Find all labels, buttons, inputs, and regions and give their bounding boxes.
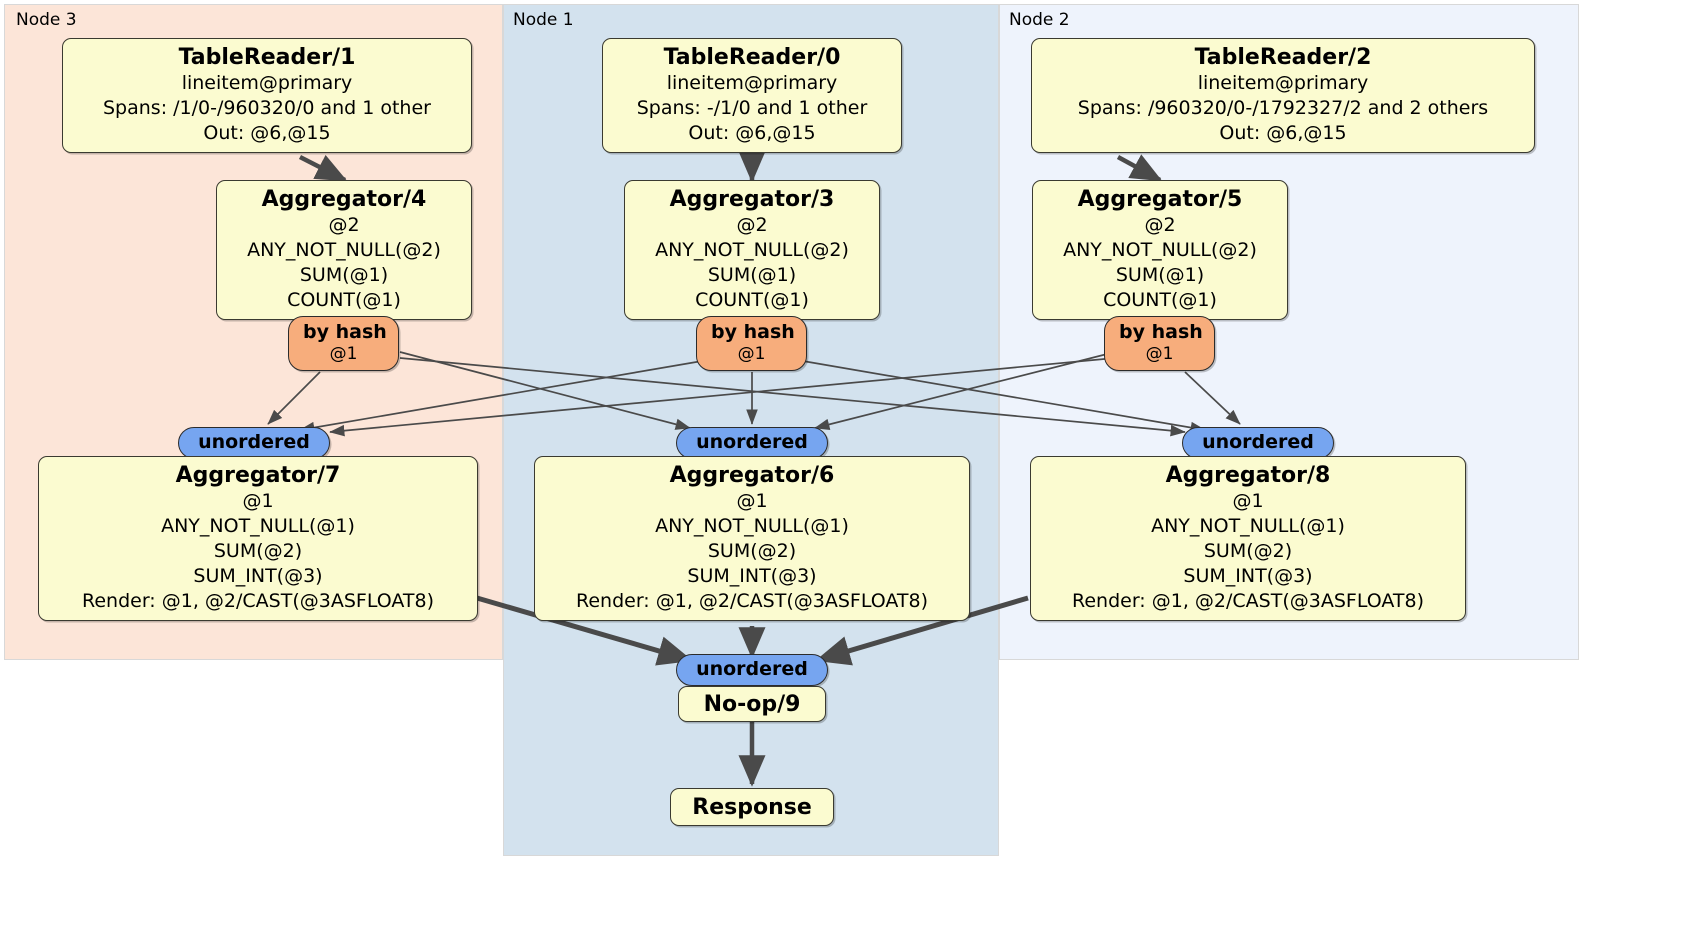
processor-aggregator-3[interactable]: Aggregator/3 @2 ANY_NOT_NULL(@2) SUM(@1)… [624, 180, 880, 320]
hash-router-label: by hash [711, 321, 795, 343]
processor-detail: ANY_NOT_NULL(@1) [655, 515, 849, 537]
processor-detail: lineitem@primary [1197, 72, 1369, 94]
processor-title: Aggregator/8 [1165, 463, 1331, 488]
processor-detail: SUM_INT(@3) [1183, 565, 1313, 587]
synchronizer-unordered-right[interactable]: unordered [1182, 427, 1334, 459]
processor-detail: lineitem@primary [181, 72, 353, 94]
processor-detail: COUNT(@1) [1103, 289, 1217, 311]
hash-router-column: @1 [329, 344, 358, 364]
processor-detail: ANY_NOT_NULL(@1) [1151, 515, 1345, 537]
processor-detail: SUM_INT(@3) [193, 565, 323, 587]
hash-router-column: @1 [737, 344, 766, 364]
processor-table-reader-0[interactable]: TableReader/0 lineitem@primary Spans: -/… [602, 38, 902, 153]
processor-aggregator-4[interactable]: Aggregator/4 @2 ANY_NOT_NULL(@2) SUM(@1)… [216, 180, 472, 320]
processor-detail: SUM(@1) [1115, 264, 1205, 286]
processor-detail: Render: @1, @2/CAST(@3ASFLOAT8) [1072, 590, 1424, 612]
processor-title: Aggregator/6 [669, 463, 835, 488]
processor-detail: ANY_NOT_NULL(@2) [1063, 239, 1257, 261]
processor-detail: Render: @1, @2/CAST(@3ASFLOAT8) [576, 590, 928, 612]
synchronizer-unordered-left[interactable]: unordered [178, 427, 330, 459]
processor-title: TableReader/1 [178, 45, 356, 70]
processor-aggregator-8[interactable]: Aggregator/8 @1 ANY_NOT_NULL(@1) SUM(@2)… [1030, 456, 1466, 621]
synchronizer-label: unordered [696, 658, 808, 680]
processor-aggregator-6[interactable]: Aggregator/6 @1 ANY_NOT_NULL(@1) SUM(@2)… [534, 456, 970, 621]
hash-router-label: by hash [303, 321, 387, 343]
processor-title: TableReader/0 [663, 45, 841, 70]
hash-router-right[interactable]: by hash @1 [1104, 316, 1215, 371]
processor-detail: SUM(@2) [707, 540, 797, 562]
hash-router-column: @1 [1145, 344, 1174, 364]
processor-detail: @2 [736, 214, 768, 236]
processor-title: TableReader/2 [1194, 45, 1372, 70]
processor-detail: COUNT(@1) [287, 289, 401, 311]
processor-detail: COUNT(@1) [695, 289, 809, 311]
processor-detail: SUM(@2) [1203, 540, 1293, 562]
processor-detail: @1 [242, 490, 274, 512]
processor-detail: @1 [1232, 490, 1264, 512]
processor-detail: Spans: -/1/0 and 1 other [636, 97, 868, 119]
processor-title: Aggregator/4 [261, 187, 427, 212]
processor-detail: Spans: /960320/0-/1792327/2 and 2 others [1077, 97, 1489, 119]
synchronizer-label: unordered [1202, 431, 1314, 453]
processor-detail: @2 [1144, 214, 1176, 236]
processor-detail: lineitem@primary [666, 72, 838, 94]
node-label-node1: Node 1 [513, 10, 574, 30]
processor-title: Aggregator/5 [1077, 187, 1243, 212]
processor-detail: Out: @6,@15 [1219, 122, 1347, 144]
processor-detail: ANY_NOT_NULL(@2) [247, 239, 441, 261]
processor-detail: @2 [328, 214, 360, 236]
processor-detail: SUM(@1) [707, 264, 797, 286]
processor-detail: Out: @6,@15 [203, 122, 331, 144]
processor-detail: SUM_INT(@3) [687, 565, 817, 587]
synchronizer-label: unordered [696, 431, 808, 453]
processor-detail: SUM(@1) [299, 264, 389, 286]
processor-response[interactable]: Response [670, 788, 834, 826]
processor-detail: ANY_NOT_NULL(@1) [161, 515, 355, 537]
processor-aggregator-5[interactable]: Aggregator/5 @2 ANY_NOT_NULL(@2) SUM(@1)… [1032, 180, 1288, 320]
processor-detail: Render: @1, @2/CAST(@3ASFLOAT8) [82, 590, 434, 612]
processor-aggregator-7[interactable]: Aggregator/7 @1 ANY_NOT_NULL(@1) SUM(@2)… [38, 456, 478, 621]
hash-router-center[interactable]: by hash @1 [696, 316, 807, 371]
node-label-node2: Node 2 [1009, 10, 1070, 30]
node-label-node3: Node 3 [16, 10, 77, 30]
processor-title: Aggregator/3 [669, 187, 835, 212]
processor-detail: Out: @6,@15 [688, 122, 816, 144]
processor-title: Aggregator/7 [175, 463, 341, 488]
synchronizer-unordered-center[interactable]: unordered [676, 427, 828, 459]
processor-title: No-op/9 [703, 691, 801, 717]
hash-router-label: by hash [1119, 321, 1203, 343]
processor-noop-9[interactable]: No-op/9 [678, 686, 826, 722]
processor-detail: SUM(@2) [213, 540, 303, 562]
processor-title: Response [692, 794, 812, 820]
processor-detail: @1 [736, 490, 768, 512]
processor-table-reader-2[interactable]: TableReader/2 lineitem@primary Spans: /9… [1031, 38, 1535, 153]
hash-router-left[interactable]: by hash @1 [288, 316, 399, 371]
processor-detail: Spans: /1/0-/960320/0 and 1 other [103, 97, 431, 119]
synchronizer-unordered-final[interactable]: unordered [676, 654, 828, 686]
processor-detail: ANY_NOT_NULL(@2) [655, 239, 849, 261]
synchronizer-label: unordered [198, 431, 310, 453]
processor-table-reader-1[interactable]: TableReader/1 lineitem@primary Spans: /1… [62, 38, 472, 153]
